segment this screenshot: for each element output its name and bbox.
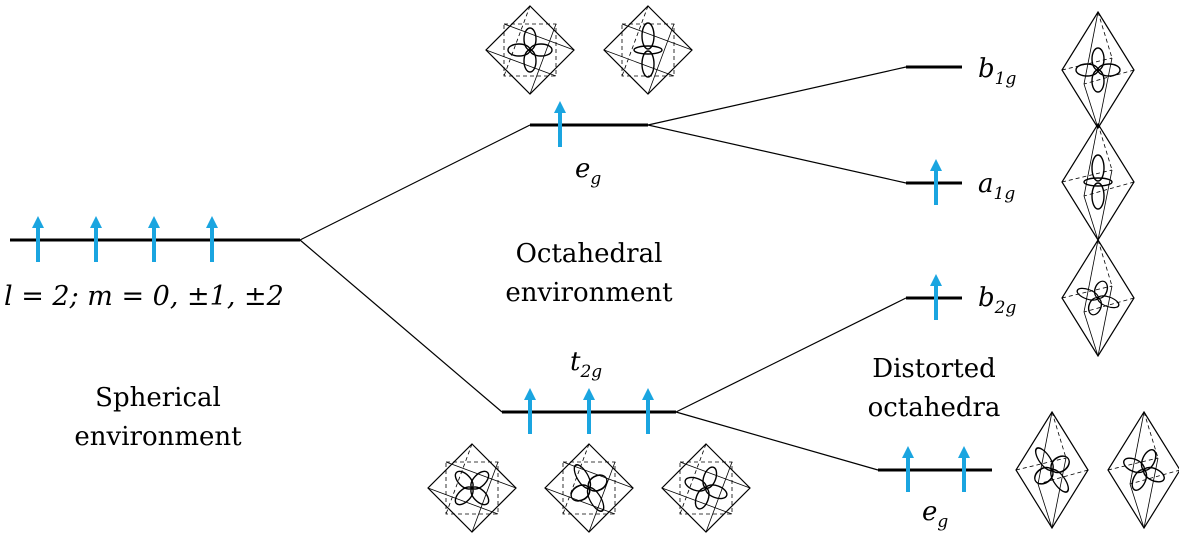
distorted-a1g-subscript: 1g <box>994 184 1016 204</box>
connector-sph-to-t2g <box>299 239 503 413</box>
octahedral-eg-orbitals <box>485 5 693 95</box>
distorted-orbitals <box>1015 11 1179 529</box>
spherical-quantum-numbers: l = 2; m = 0, ±1, ±2 <box>4 281 284 312</box>
orbital-dx2y2-icon <box>485 5 575 95</box>
distorted-b1g-symbol: b <box>978 54 995 84</box>
connector-lines <box>299 66 907 471</box>
octahedral-label-line2: environment <box>505 278 673 308</box>
spherical-label-line2: environment <box>74 422 242 452</box>
distorted-b2g-subscript: 2g <box>994 298 1017 318</box>
orbital-dz2-icon <box>603 5 693 95</box>
orbital-dxz-icon <box>544 443 634 533</box>
orbital-a1g-icon <box>1061 123 1135 241</box>
distorted-b1g-label: b1g <box>978 54 1016 89</box>
orbital-eg-yz-icon <box>1107 411 1179 529</box>
orbital-eg-xz-icon <box>1015 411 1089 529</box>
connector-t2g-to-eg <box>675 411 879 471</box>
octahedral-t2g-orbitals <box>427 443 751 533</box>
distorted-a1g-label: a1g <box>978 169 1015 204</box>
spherical-label-line1: Spherical <box>95 383 221 413</box>
distorted-eg-symbol: e <box>922 497 937 527</box>
distorted-eg-subscript: g <box>937 512 948 532</box>
distorted-b2g-symbol: b <box>978 283 995 313</box>
octahedral-eg-label: eg <box>575 154 601 189</box>
orbital-dxy-icon <box>427 443 517 533</box>
octahedral-t2g-label: t2g <box>570 347 602 382</box>
orbital-b2g-icon <box>1061 239 1135 357</box>
distorted-eg-label: eg <box>922 497 948 532</box>
distorted-b2g-label: b2g <box>978 283 1016 318</box>
connector-eg-to-b1g <box>647 66 907 126</box>
connector-eg-to-a1g <box>647 124 907 184</box>
octahedral-t2g-symbol: t <box>570 347 581 377</box>
orbital-dyz-icon <box>661 443 751 533</box>
octahedral-label-line1: Octahedral <box>516 239 663 269</box>
orbital-b1g-icon <box>1061 11 1135 129</box>
distorted-a1g-symbol: a <box>978 169 994 199</box>
octahedral-eg-subscript: g <box>590 169 601 189</box>
distorted-label-line2: octahedra <box>868 393 1001 423</box>
distorted-label-line1: Distorted <box>872 354 996 384</box>
connector-sph-to-eg <box>299 124 531 241</box>
distorted-b1g-subscript: 1g <box>995 69 1017 89</box>
octahedral-t2g-subscript: 2g <box>579 362 602 382</box>
octahedral-eg-symbol: e <box>575 154 590 184</box>
connector-t2g-to-b2g <box>675 297 907 413</box>
